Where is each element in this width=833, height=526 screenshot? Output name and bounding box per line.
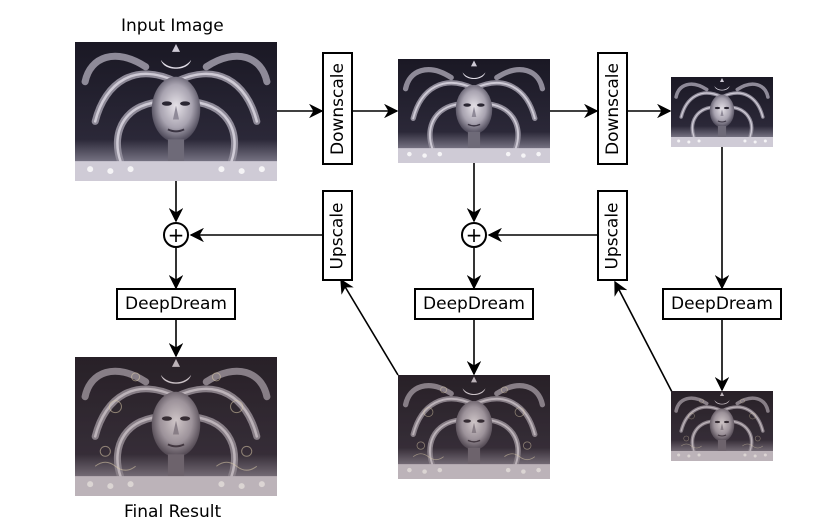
portrait-image	[671, 77, 773, 147]
input-image	[75, 42, 277, 181]
final-result-label: Final Result	[124, 502, 222, 522]
portrait-image	[398, 59, 550, 163]
deepdream-box-2: DeepDream	[414, 288, 534, 320]
upscale-label: Upscale	[327, 201, 348, 270]
downscale-box-1: Downscale	[322, 52, 353, 165]
upscale-box-1: Upscale	[322, 190, 353, 281]
portrait-image	[671, 391, 773, 461]
dreamed-image-mid	[398, 375, 550, 479]
deepdream-box-1: DeepDream	[116, 288, 236, 320]
downscale-label: Downscale	[602, 62, 623, 155]
portrait-image	[75, 42, 277, 181]
plus-symbol: +	[167, 223, 185, 247]
downscaled-image-1	[398, 59, 550, 163]
portrait-image	[398, 375, 550, 479]
deepdream-label: DeepDream	[423, 294, 525, 314]
deepdream-label: DeepDream	[671, 294, 773, 314]
arrow-mid-dream-to-upscale1	[340, 278, 399, 376]
portrait-image	[75, 357, 277, 496]
downscale-label: Downscale	[327, 62, 348, 155]
plus-circle-icon: +	[163, 222, 189, 248]
input-image-label: Input Image	[121, 16, 224, 36]
arrow-small-dream-to-upscale2	[614, 280, 673, 393]
deepdream-box-3: DeepDream	[662, 288, 782, 320]
plus-symbol: +	[465, 223, 483, 247]
downscaled-image-2	[671, 77, 773, 147]
dreamed-image-small	[671, 391, 773, 461]
upscale-label: Upscale	[602, 201, 623, 270]
plus-circle-icon: +	[461, 222, 487, 248]
deepdream-label: DeepDream	[125, 294, 227, 314]
upscale-box-2: Upscale	[597, 190, 628, 281]
downscale-box-2: Downscale	[597, 52, 628, 165]
final-result-image	[75, 357, 277, 496]
